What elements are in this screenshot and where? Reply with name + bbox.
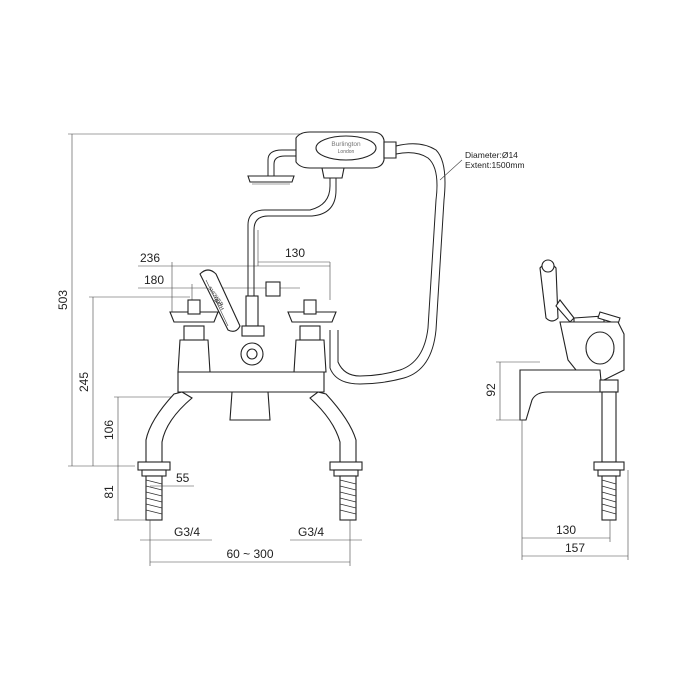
vertical-dimensions <box>68 133 300 521</box>
dim-side-height: 92 <box>484 383 498 397</box>
side-shank-threads <box>601 479 617 515</box>
dim-side-width-130: 130 <box>556 523 576 537</box>
handset-sub-text: London <box>338 149 355 155</box>
dim-width-180: 180 <box>144 273 164 287</box>
tap-front-view <box>137 269 363 521</box>
dim-leg-height: 106 <box>102 420 116 440</box>
shank-threads-left <box>145 479 163 515</box>
side-dimensions <box>496 361 629 560</box>
shank-threads-right <box>339 479 357 515</box>
hose-leader-line <box>439 159 463 181</box>
horizontal-dimensions-top <box>138 230 331 312</box>
hose-diameter-label: Diameter:Ø14 <box>465 150 518 160</box>
dim-centres: 60 ~ 300 <box>226 547 273 561</box>
dim-shank-length: 81 <box>102 485 116 499</box>
hose-extent-label: Extent:1500mm <box>465 160 525 170</box>
dim-width-130-top: 130 <box>285 246 305 260</box>
dim-thread-right: G3/4 <box>298 525 324 539</box>
handset-brand-text: Burlington <box>331 141 361 148</box>
horizontal-dimensions-bottom <box>140 485 362 566</box>
dim-width-236: 236 <box>140 251 160 265</box>
handset <box>247 131 446 385</box>
dim-thread-left: G3/4 <box>174 525 200 539</box>
tap-side-view <box>519 259 625 521</box>
dim-body-height: 245 <box>77 372 91 392</box>
dim-shank-width: 55 <box>176 471 190 485</box>
dim-side-width-157: 157 <box>565 541 585 555</box>
dim-overall-height: 503 <box>56 290 70 310</box>
